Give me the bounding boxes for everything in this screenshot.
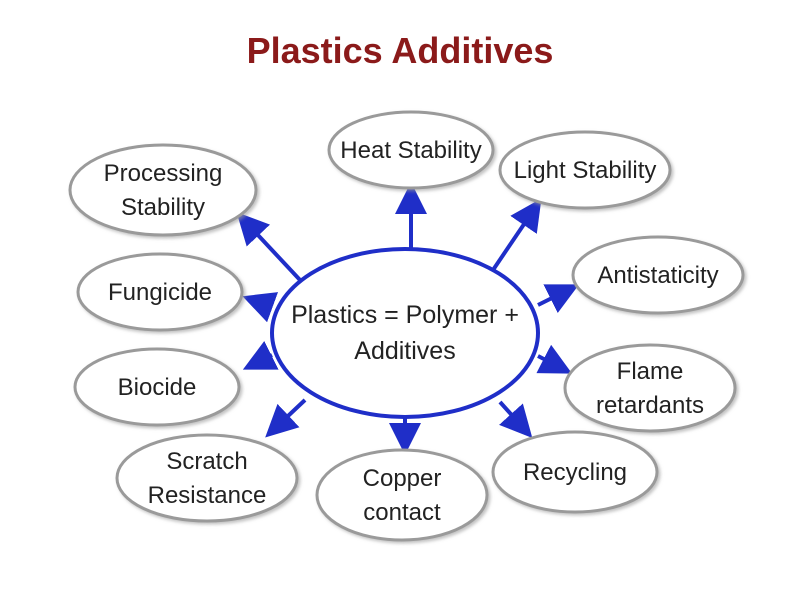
light-stability-label: Light Stability — [514, 157, 657, 184]
processing-stability-arrow — [236, 212, 302, 282]
flame-retardants-node: Flame retardants — [563, 343, 737, 433]
biocide-arrow — [242, 340, 279, 370]
heat-stability-label: Heat Stability — [340, 137, 481, 164]
copper-contact-label: Copper — [363, 465, 442, 492]
copper-contact-node: Copper contact — [315, 448, 489, 542]
recycling-arrow — [498, 400, 533, 438]
antistaticity-ellipse — [571, 235, 745, 315]
antistaticity-node: Antistaticity — [571, 235, 745, 315]
processing-stability-ellipse — [68, 143, 258, 237]
antistaticity-arrow — [537, 284, 580, 314]
heat-stability-ellipse — [327, 110, 495, 190]
scratch-resistance-ellipse — [115, 433, 299, 523]
copper-contact-ellipse — [315, 448, 489, 542]
center-label: Plastics = Polymer + — [291, 301, 519, 329]
fungicide-label: Fungicide — [108, 279, 212, 306]
biocide-node: Biocide — [73, 347, 241, 427]
recycling-node: Recycling — [491, 430, 659, 514]
fungicide-node: Fungicide — [76, 252, 244, 332]
flame-retardants-ellipse — [563, 343, 737, 433]
connector-arrows — [236, 182, 580, 455]
diagram-title: Plastics Additives — [246, 30, 554, 71]
antistaticity-label: Antistaticity — [597, 262, 718, 289]
light-stability-arrow — [491, 198, 542, 272]
fungicide-arrow — [242, 292, 279, 323]
light-stability-ellipse — [498, 130, 672, 210]
scratch-resistance-label: Resistance — [148, 482, 267, 509]
recycling-label: Recycling — [523, 459, 627, 486]
flame-retardants-arrow — [536, 344, 573, 374]
fungicide-ellipse — [76, 252, 244, 332]
flame-retardants-label: retardants — [596, 392, 704, 419]
recycling-ellipse — [491, 430, 659, 514]
processing-stability-label: Processing — [104, 160, 223, 187]
light-stability-node: Light Stability — [498, 130, 672, 210]
scratch-resistance-label: Scratch — [166, 448, 247, 475]
heat-stability-node: Heat Stability — [327, 110, 495, 190]
biocide-label: Biocide — [118, 374, 197, 401]
center-label: Additives — [354, 337, 455, 365]
scratch-resistance-arrow — [265, 398, 307, 438]
center-node: Plastics = Polymer + Additives — [270, 247, 540, 419]
processing-stability-label: Stability — [121, 194, 205, 221]
biocide-ellipse — [73, 347, 241, 427]
flame-retardants-label: Flame — [617, 358, 684, 385]
center-ellipse — [270, 247, 540, 419]
copper-contact-label: contact — [363, 499, 441, 526]
